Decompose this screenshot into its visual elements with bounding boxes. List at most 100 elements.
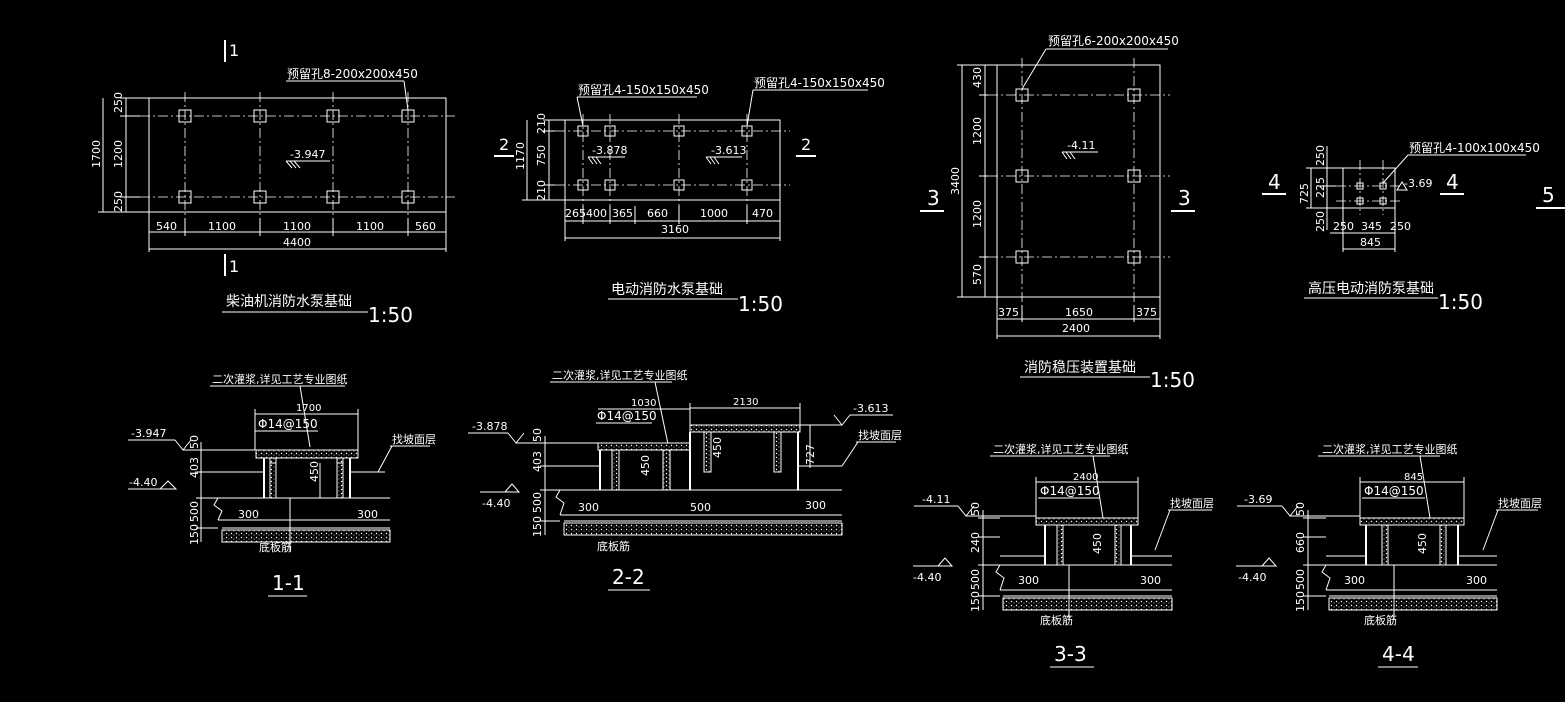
dim-v-1: 403	[188, 457, 201, 478]
dim-left-total: 1700	[90, 140, 103, 168]
grout-note: 二次灌浆,详见工艺专业图纸	[1322, 442, 1458, 456]
dim-v-3: 150	[969, 591, 982, 612]
dim-left-0: 430	[971, 67, 984, 88]
elevation-label: -3.947	[290, 148, 325, 161]
bottom-elevation: -4.40	[129, 476, 157, 489]
side-dim-left: 300	[1018, 574, 1039, 587]
dim-v-1: 403	[531, 451, 544, 472]
hole-label: 预留孔6-200x200x450	[1048, 34, 1179, 48]
dim-left-2: 250	[1314, 211, 1327, 232]
surface-label: 找坡面层	[1170, 496, 1214, 510]
bottom-elevation: -4.40	[1238, 571, 1266, 584]
dim-left-total: 1170	[514, 142, 527, 170]
dim-bottom-0: 540	[156, 220, 177, 233]
dim-bottom-0: 265	[565, 207, 586, 220]
slab-label: 底板筋	[1364, 613, 1397, 627]
dim-bottom-total: 845	[1360, 236, 1381, 249]
dims-left: 250 225 250 725	[1298, 145, 1343, 232]
dims-bottom: 250 345 250 845	[1330, 208, 1411, 252]
dim-left-total: 725	[1298, 183, 1311, 204]
plan-diesel-pump-foundation: 1 1 预留孔8-200x200x450 -3.947	[90, 40, 455, 327]
surface-label: 找坡面层	[1498, 496, 1542, 510]
top-elevation: -3.69	[1244, 493, 1272, 506]
dim-v-2: 500	[531, 492, 544, 513]
section-mark-5: 5	[1542, 183, 1555, 207]
foundation-outline	[1342, 167, 1396, 209]
dim-bottom-total: 3160	[661, 223, 689, 236]
side-dim-left: 300	[578, 501, 599, 514]
grout-layer-b	[689, 424, 801, 433]
plan-title: 柴油机消防水泵基础	[226, 293, 352, 310]
hole-depth-a: 450	[639, 455, 652, 476]
dim-v-0: 50	[1294, 502, 1307, 516]
dim-v-3: 150	[531, 516, 544, 537]
grout-note: 二次灌浆,详见工艺专业图纸	[552, 368, 688, 382]
dim-left-1: 1200	[971, 117, 984, 145]
rebar-label: Φ14@150	[597, 409, 657, 423]
section-mark-left: 2	[499, 135, 509, 154]
dim-bottom-total: 2400	[1062, 322, 1090, 335]
width-dim: 2400	[1073, 472, 1098, 483]
plan-title: 高压电动消防泵基础	[1308, 280, 1434, 297]
plan-scale: 1:50	[1438, 290, 1483, 314]
section-mark-right: 3	[1178, 186, 1191, 210]
width-dim: 845	[1404, 472, 1423, 483]
surface-label: 找坡面层	[392, 432, 436, 446]
foundation-outline	[996, 64, 1161, 298]
dim-bottom-1: 1650	[1065, 306, 1093, 319]
base-slab	[221, 529, 391, 543]
dim-bottom-1: 1100	[208, 220, 236, 233]
base-slab	[563, 522, 843, 536]
dim-v-0: 50	[531, 428, 544, 442]
dim-bottom-2: 365	[612, 207, 633, 220]
section-mark-top: 1	[229, 41, 239, 60]
elevation-label: -4.11	[1067, 139, 1095, 152]
top-elevation: -3.947	[131, 427, 166, 440]
dim-bottom-0: 250	[1333, 220, 1354, 233]
dim-bottom-3: 1100	[356, 220, 384, 233]
grout-layer	[1035, 517, 1139, 526]
grout-layer-a	[597, 442, 691, 451]
dim-left-1: 225	[1314, 177, 1327, 198]
dim-left-0: 250	[1314, 145, 1327, 166]
section-3-3: 二次灌浆,详见工艺专业图纸 2400 Φ14@150 -4.11 -4.40 4…	[913, 442, 1214, 668]
hole-label: 预留孔8-200x200x450	[287, 67, 418, 81]
dims-left: 210 750 210 1170	[514, 113, 565, 201]
hole-depth: 450	[1416, 533, 1429, 554]
width-dim-a: 1030	[631, 398, 656, 409]
dim-v-3: 150	[188, 524, 201, 545]
elevation-b: -3.613	[711, 144, 746, 157]
hole-label-a: 预留孔4-150x150x450	[578, 83, 709, 97]
section-mark-right: 2	[801, 135, 811, 154]
dim-v-0: 50	[969, 502, 982, 516]
foundation-outline	[564, 119, 781, 201]
section-mark-right: 4	[1446, 170, 1459, 194]
dims-left: 430 1200 1200 570 3400	[949, 64, 997, 298]
dim-v-2: 500	[969, 569, 982, 590]
top-elevation: -4.11	[922, 493, 950, 506]
elevation-label: -3.69	[1404, 177, 1432, 190]
side-dim-right: 300	[1140, 574, 1161, 587]
dim-v-2: 500	[1294, 569, 1307, 590]
grout-note: 二次灌浆,详见工艺专业图纸	[993, 442, 1129, 456]
dim-left-2: 250	[112, 191, 125, 212]
hole-depth: 450	[308, 461, 321, 482]
section-mark-left: 3	[927, 186, 940, 210]
dim-bottom-3: 660	[647, 207, 668, 220]
dim-bottom-2: 375	[1136, 306, 1157, 319]
hole-label: 预留孔4-100x100x450	[1409, 141, 1540, 155]
reserved-holes	[1015, 88, 1141, 264]
rebar-label: Φ14@150	[1364, 484, 1424, 498]
dims-bottom: 540 1100 1100 1100 560 4400	[148, 212, 447, 252]
grout-layer	[255, 449, 359, 459]
section-2-2: 二次灌浆,详见工艺专业图纸 1030 2130 Φ14@150 -3.878 -…	[468, 368, 902, 591]
dim-bottom-2: 250	[1390, 220, 1411, 233]
foundation-outline	[148, 97, 447, 213]
dim-bottom-5: 470	[752, 207, 773, 220]
plan-scale: 1:50	[738, 292, 783, 316]
slab-label: 底板筋	[259, 540, 292, 554]
grout-layer	[1359, 517, 1465, 526]
dim-left-2: 1200	[971, 200, 984, 228]
section-1-1: 二次灌浆,详见工艺专业图纸 1700 Φ14@150 -3.947 -4.40 …	[128, 372, 436, 597]
top-elevation-a: -3.878	[472, 420, 507, 433]
